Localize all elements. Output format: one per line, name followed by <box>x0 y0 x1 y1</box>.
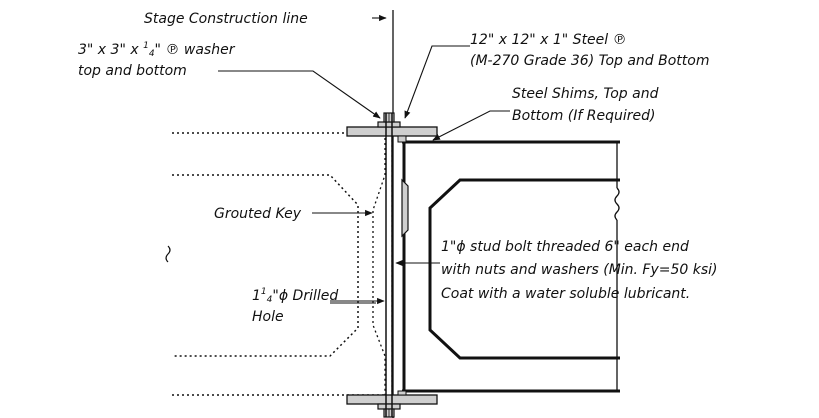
phi-symbol: ϕ <box>456 239 465 255</box>
drilled-hole-label-line2: Hole <box>252 309 284 325</box>
stud-bolt <box>385 113 393 417</box>
left-break-symbol <box>165 245 171 263</box>
existing-girder-outline <box>172 132 385 396</box>
steel-shims-label-line1: Steel Shims, Top and <box>512 86 659 102</box>
grouted-key-label: Grouted Key <box>214 206 302 222</box>
washer-label-line2: top and bottom <box>78 63 187 79</box>
steel-plate-label-line2: (M-270 Grade 36) Top and Bottom <box>470 53 710 69</box>
drilled-hole-label-line1: 114"ϕ Drilled <box>252 287 338 305</box>
grouted-key-outline <box>372 133 386 395</box>
shear-key <box>401 178 409 238</box>
steel-shims-label-line2: Bottom (If Required) <box>512 108 655 124</box>
stud-bolt-label-line3: Coat with a water soluble lubricant. <box>441 286 690 302</box>
phi-symbol: ϕ <box>279 288 288 304</box>
stud-bolt-label-line1: 1"ϕ stud bolt threaded 6" each end <box>441 239 689 255</box>
stage-construction-line-label: Stage Construction line <box>144 11 308 27</box>
steel-plate-label-line1: 12" x 12" x 1" Steel ℗ <box>470 32 627 48</box>
plate-symbol: ℗ <box>613 32 627 48</box>
washer-label-line1: 3" x 3" x 14" ℗ washer <box>78 41 236 59</box>
stud-bolt-label-line2: with nuts and washers (Min. Fy=50 ksi) <box>441 262 718 278</box>
plate-symbol: ℗ <box>165 42 179 58</box>
leader-lines <box>218 14 510 305</box>
new-girder <box>402 140 620 393</box>
